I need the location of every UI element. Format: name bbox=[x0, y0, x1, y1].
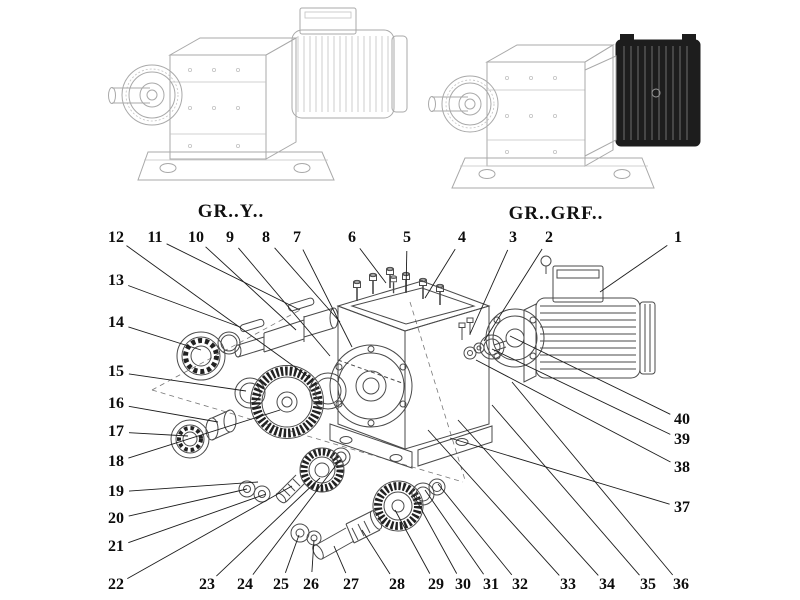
variant-label-left: GR..Y.. bbox=[197, 201, 265, 222]
intermediate-gear-group bbox=[170, 365, 347, 459]
gear-motor-drawing-right bbox=[428, 34, 701, 189]
cover-bolts bbox=[352, 266, 445, 306]
input-shaft-assembly bbox=[176, 297, 339, 381]
motor-side-hardware bbox=[389, 275, 505, 360]
leader-lines bbox=[126, 243, 674, 579]
exploded-view bbox=[151, 255, 656, 560]
motor bbox=[485, 255, 656, 383]
variant-label-right: GR..GRF.. bbox=[508, 203, 604, 224]
housing bbox=[329, 280, 493, 469]
pinion-cluster bbox=[238, 447, 351, 504]
output-shaft-assembly bbox=[290, 478, 446, 560]
gear-motor-drawing-left bbox=[108, 7, 408, 181]
